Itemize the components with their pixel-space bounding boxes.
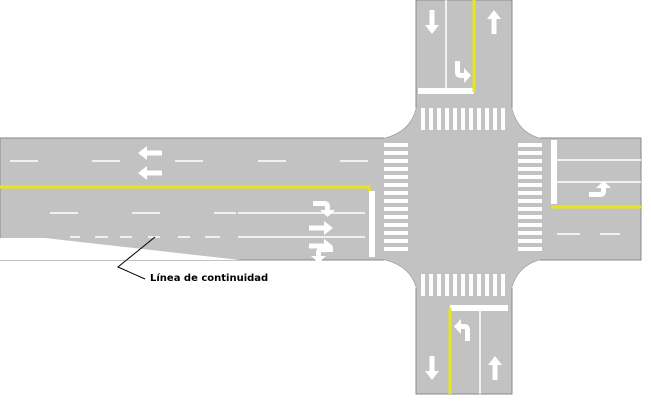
junction-box	[384, 108, 540, 288]
crosswalk-east	[518, 143, 542, 251]
crosswalk-stripe	[384, 191, 408, 195]
callout-leader-line	[117, 236, 156, 280]
crosswalk-stripe	[384, 175, 408, 179]
crosswalk-stripe	[518, 151, 542, 155]
crosswalk-stripe	[461, 108, 465, 130]
crosswalk-stripe	[469, 108, 473, 130]
crosswalk-stripe	[384, 151, 408, 155]
crosswalk-stripe	[384, 215, 408, 219]
west-road-extra-lane	[0, 238, 240, 260]
west-road	[0, 137, 411, 261]
crosswalk-stripe	[429, 108, 433, 130]
lane-markings	[10, 0, 641, 394]
crosswalk-stripe	[501, 274, 505, 296]
crosswalk-stripe	[493, 108, 497, 130]
crosswalk-stripe	[469, 274, 473, 296]
crosswalk-stripe	[384, 159, 408, 163]
crosswalk-stripe	[453, 274, 457, 296]
crosswalk-stripe	[421, 274, 425, 296]
crosswalk-stripe	[384, 223, 408, 227]
crosswalk-stripe	[518, 247, 542, 251]
crosswalk-stripe	[461, 274, 465, 296]
crosswalk-stripe	[501, 108, 505, 130]
crosswalk-stripe	[485, 108, 489, 130]
crosswalk-stripe	[384, 183, 408, 187]
center-lines	[0, 0, 641, 394]
crosswalk-stripe	[421, 108, 425, 130]
crosswalk-stripe	[518, 143, 542, 147]
crosswalk-stripe	[518, 175, 542, 179]
crosswalk-north	[421, 108, 505, 130]
stop-lines	[369, 88, 557, 311]
center-line-west	[0, 185, 371, 191]
crosswalk-stripe	[518, 215, 542, 219]
crosswalk-stripe	[485, 274, 489, 296]
crosswalk-stripe	[445, 274, 449, 296]
crosswalk-stripe	[384, 143, 408, 147]
crosswalk-stripe	[518, 231, 542, 235]
crosswalk-south	[421, 274, 505, 296]
crosswalk-stripe	[384, 231, 408, 235]
stop-line-south	[450, 305, 508, 311]
stop-line-east	[551, 140, 557, 204]
crosswalk-stripe	[477, 274, 481, 296]
stop-line-north	[418, 88, 474, 94]
crosswalk-stripe	[518, 167, 542, 171]
crosswalk-stripe	[518, 239, 542, 243]
callout-label: Línea de continuidad	[150, 272, 268, 284]
crosswalk-stripe	[518, 183, 542, 187]
crosswalk-stripe	[429, 274, 433, 296]
crosswalk-stripe	[518, 199, 542, 203]
crosswalk-stripe	[384, 167, 408, 171]
crosswalk-stripe	[518, 207, 542, 211]
crosswalk-stripe	[453, 108, 457, 130]
continuity-callout: Línea de continuidad	[117, 236, 268, 284]
stop-line-west	[369, 191, 375, 257]
crosswalk-stripe	[518, 159, 542, 163]
crosswalk-stripe	[518, 223, 542, 227]
crosswalk-stripe	[477, 108, 481, 130]
crosswalk-stripe	[384, 239, 408, 243]
crosswalk-stripe	[445, 108, 449, 130]
crosswalk-stripe	[493, 274, 497, 296]
crosswalk-stripe	[384, 199, 408, 203]
crosswalk-stripe	[437, 108, 441, 130]
crosswalk-west	[384, 143, 408, 251]
crosswalk-stripe	[384, 207, 408, 211]
crosswalk-stripe	[384, 247, 408, 251]
road-surface	[0, 0, 642, 395]
crosswalk-stripe	[518, 191, 542, 195]
crosswalk-stripe	[437, 274, 441, 296]
